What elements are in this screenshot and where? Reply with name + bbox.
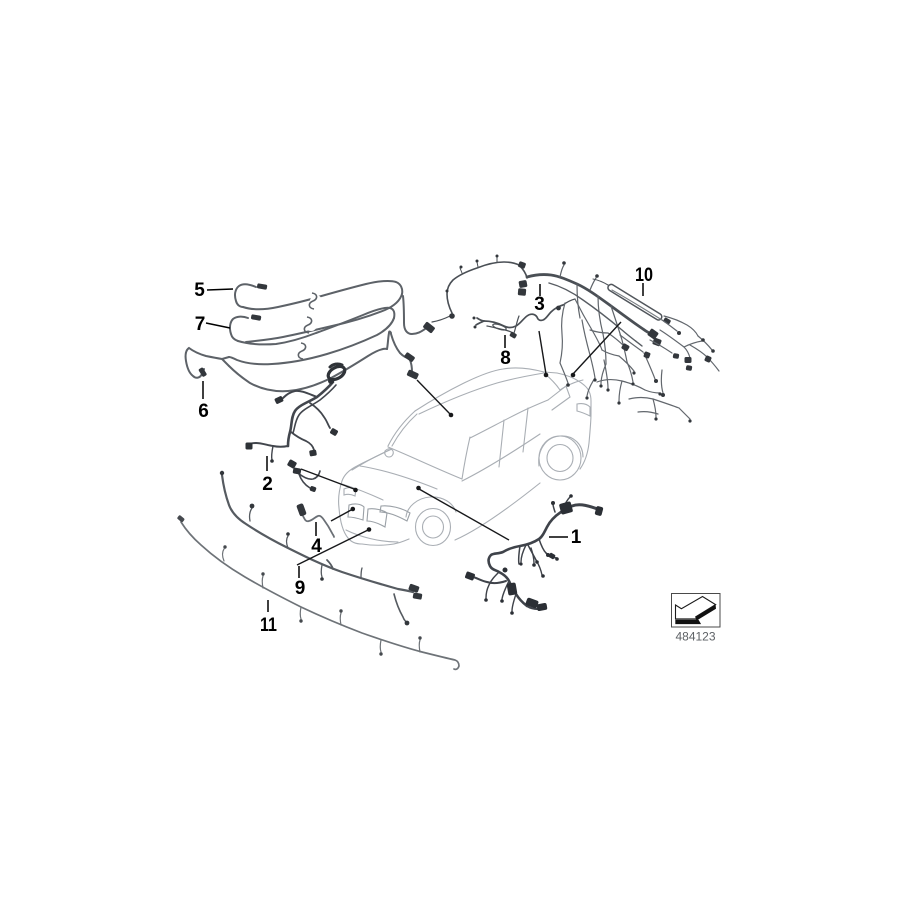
svg-text:7: 7 [195, 314, 206, 335]
svg-text:3: 3 [534, 294, 545, 315]
svg-text:5: 5 [194, 280, 205, 301]
svg-text:8: 8 [500, 348, 511, 369]
svg-text:2: 2 [262, 474, 273, 495]
svg-text:6: 6 [198, 401, 209, 422]
svg-text:10: 10 [635, 265, 653, 286]
svg-text:1: 1 [571, 527, 582, 548]
svg-text:4: 4 [311, 536, 322, 557]
svg-text:9: 9 [295, 578, 306, 599]
svg-text:484123: 484123 [675, 630, 715, 644]
svg-text:11: 11 [260, 615, 277, 636]
